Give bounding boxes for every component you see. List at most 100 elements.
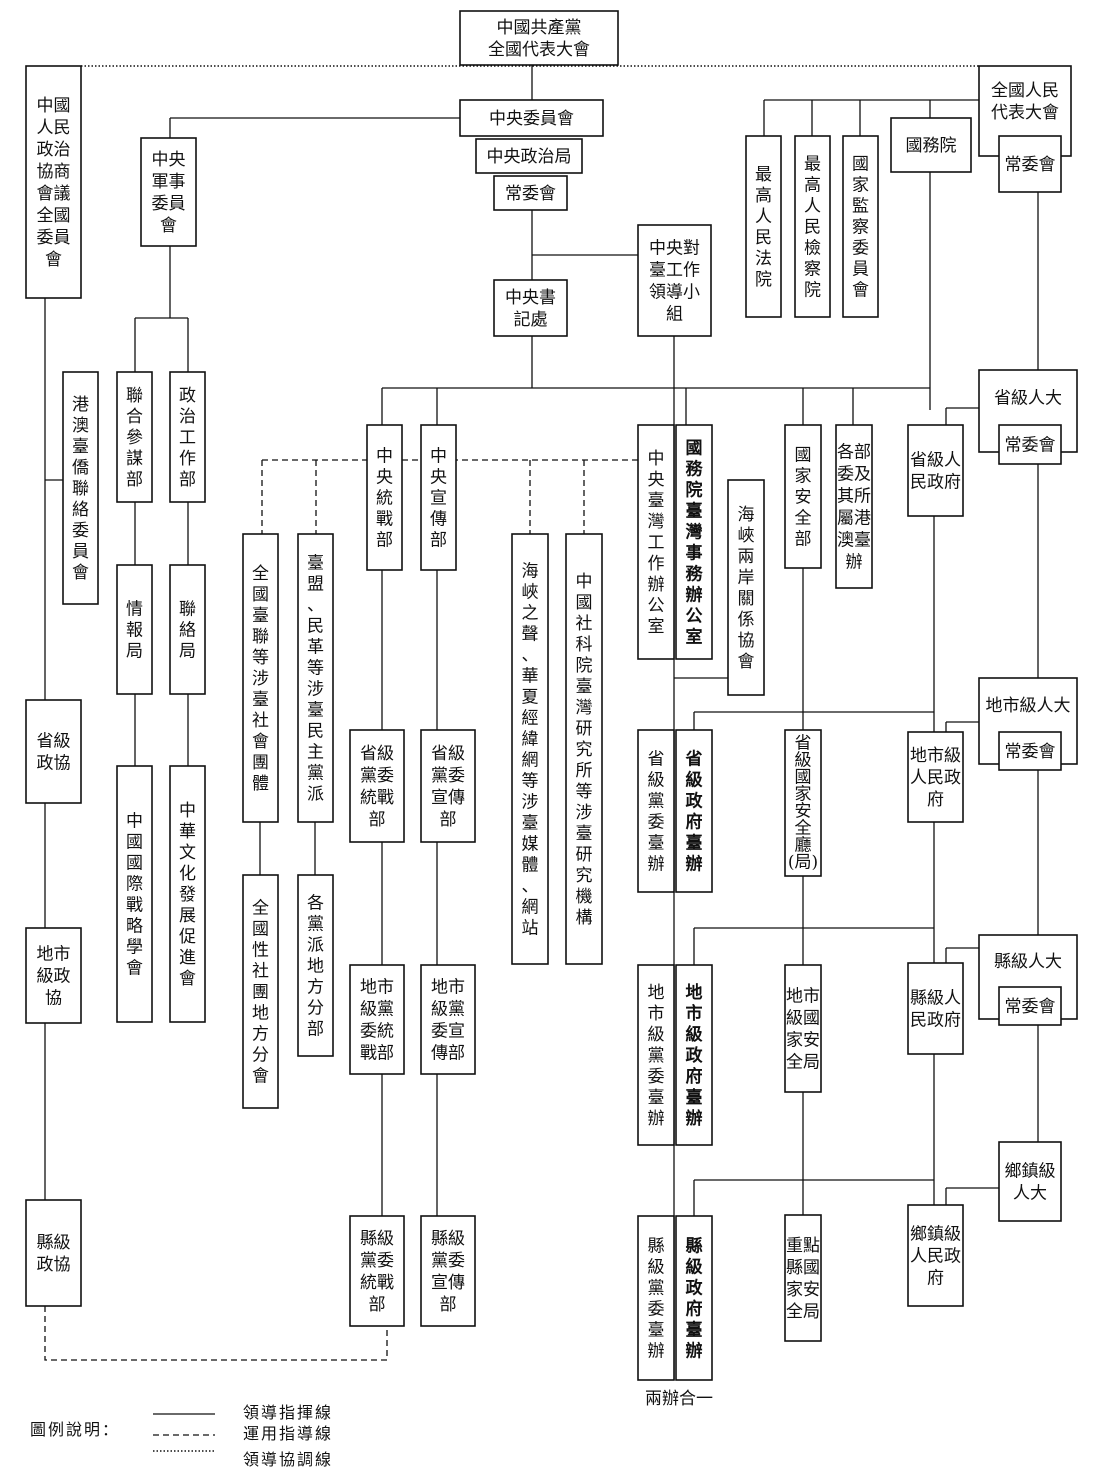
box-cass-taiwan (565, 533, 603, 965)
box-county-uf (349, 1215, 405, 1327)
box-propaganda (420, 424, 457, 571)
box-pref-prop (420, 964, 476, 1075)
guidance-line-county (44, 1306, 388, 1361)
box-pref-cppcc (25, 927, 82, 1024)
label-town-npc: 鄉鎮級人大 (1005, 1162, 1056, 1204)
box-state-security (784, 424, 822, 569)
box-prov-gov-tao (675, 729, 713, 893)
label-united-front: 中央統戰部 (376, 446, 393, 550)
label-prov-npc-standing: 常委會 (1005, 436, 1056, 456)
box-secretariat (493, 279, 568, 337)
label-pref-gov-tao: 地市級政府臺辦 (686, 982, 704, 1129)
label-parties-local: 各黨派地方分部 (307, 893, 324, 1039)
label-cass-taiwan: 中國社科院臺灣研究所等涉臺研究機構 (576, 572, 593, 928)
box-ciiss (116, 765, 153, 1023)
label-state-council: 國務院 (906, 136, 957, 156)
box-ministries (835, 424, 873, 589)
box-hkmtw-committee (62, 371, 99, 605)
label-pref-cppcc: 地市級政協 (37, 945, 71, 1009)
box-state-council (890, 117, 972, 173)
box-pref-gov-tao (675, 964, 713, 1146)
label-standing-committee: 常委會 (505, 184, 556, 204)
label-taiwan-federation: 全國臺聯等涉臺社會團體 (252, 564, 269, 794)
label-state-security: 國家安全部 (795, 445, 812, 549)
label-joint-staff: 聯合參謀部 (126, 386, 143, 490)
label-pref-prop: 地市級黨委宣傳部 (431, 978, 465, 1064)
label-procuratorate: 最高人民檢察院 (804, 154, 821, 300)
label-ciiss: 中國國際戰略學會 (126, 811, 143, 978)
box-town-npc (998, 1141, 1062, 1222)
box-procuratorate (794, 135, 831, 318)
box-arats (727, 479, 765, 696)
box-politburo (475, 138, 583, 174)
label-county-gov-tao: 縣級政府臺辦 (686, 1236, 704, 1361)
label-cmc: 中央軍事委員會 (152, 150, 186, 236)
label-county-uf: 縣級黨委統戰部 (360, 1229, 394, 1315)
label-pref-npc-standing: 常委會 (1005, 742, 1056, 762)
label-prov-gov-tao: 省級政府臺辦 (685, 748, 704, 874)
label-politburo: 中央政治局 (487, 147, 572, 167)
label-taiwan-federation-local: 全國性社團地方分會 (252, 898, 269, 1086)
legend-dotted-label: 領導協調線 (243, 1450, 333, 1469)
box-pref-uf (349, 964, 405, 1075)
box-ccp-congress (459, 10, 619, 66)
label-county-gov: 縣級人民政府 (910, 989, 961, 1031)
label-prov-gov: 省級人民政府 (910, 451, 961, 493)
box-united-front (366, 424, 403, 571)
label-county-security: 重點縣國家安全局 (786, 1236, 820, 1322)
label-prov-cppcc: 省級政協 (37, 732, 71, 774)
legend-dashed-label: 運用指導線 (243, 1424, 333, 1443)
box-prov-uf (349, 729, 405, 843)
box-prov-prop (420, 729, 476, 843)
box-taiwan-leading-group (637, 224, 712, 337)
box-parties-local (297, 874, 334, 1057)
box-county-party-tao (637, 1215, 675, 1381)
box-taiwan-federation (242, 533, 279, 823)
box-taiwan-federation-local (242, 874, 279, 1109)
box-cultural-dev (169, 765, 206, 1023)
box-intelligence (116, 564, 153, 695)
label-propaganda: 中央宣傳部 (430, 446, 447, 550)
label-liaison: 聯絡局 (179, 599, 196, 661)
box-supervision (842, 135, 879, 318)
label-town-gov: 鄉鎮級人民政府 (910, 1225, 961, 1289)
box-prov-party-tao (637, 729, 675, 893)
box-county-cppcc (25, 1199, 82, 1307)
two-offices-annotation: 兩辦合一 (645, 1389, 713, 1409)
box-political-work (169, 371, 206, 503)
box-supreme-court (745, 135, 782, 318)
label-pref-uf: 地市級黨委統戰部 (360, 978, 394, 1064)
box-prov-cppcc (25, 699, 82, 804)
label-prov-npc: 省級人大 (994, 389, 1062, 409)
label-pref-party-tao: 地市級黨委臺辦 (648, 983, 665, 1129)
label-prov-prop: 省級黨委宣傳部 (431, 744, 465, 830)
box-cmc (140, 137, 197, 247)
label-hk-macau-tw-committee: 港澳臺僑聯絡委員會 (72, 395, 89, 583)
box-central-tao (637, 424, 675, 660)
box-central-committee (459, 99, 604, 137)
legend-solid-label: 領導指揮線 (243, 1403, 333, 1422)
box-standing-committee (493, 175, 568, 211)
box-town-gov (907, 1204, 964, 1307)
label-pref-security: 地市級國家安全局 (786, 987, 820, 1073)
box-cppcc (25, 65, 82, 299)
box-media (511, 533, 549, 965)
label-state-tao: 國務院臺灣事務辦公室 (686, 438, 704, 647)
legend: 圖例說明： 領導指揮線 運用指導線 領導協調線 (30, 1403, 333, 1469)
node-labels: 中國共產黨全國代表大會中央委員會中央政治局常委會中央書記處中央軍事委員會中國人民… (37, 18, 1071, 1361)
label-ministries-hk-mac-tw: 各部委及其所屬港澳臺辦 (837, 443, 871, 573)
label-media: 海峽之聲、華夏經緯網等涉臺媒體、網站 (522, 561, 539, 938)
label-central-committee: 中央委員會 (489, 109, 574, 129)
box-county-gov-tao (675, 1215, 713, 1381)
label-county-cppcc: 縣級政協 (37, 1233, 71, 1275)
boxes (25, 10, 1078, 1381)
label-cultural-dev: 中華文化發展促進會 (179, 801, 196, 989)
label-prov-uf: 省級黨委統戰部 (360, 744, 394, 830)
legend-title: 圖例說明： (30, 1420, 120, 1439)
box-county-security (784, 1214, 822, 1342)
label-cppcc: 中國人民政治協商會議全國委員會 (37, 96, 71, 270)
label-prov-security: 省級國家安全廳(局) (788, 733, 818, 872)
box-pref-gov (907, 731, 964, 823)
box-taimeng (297, 533, 334, 823)
box-state-tao (675, 424, 713, 660)
